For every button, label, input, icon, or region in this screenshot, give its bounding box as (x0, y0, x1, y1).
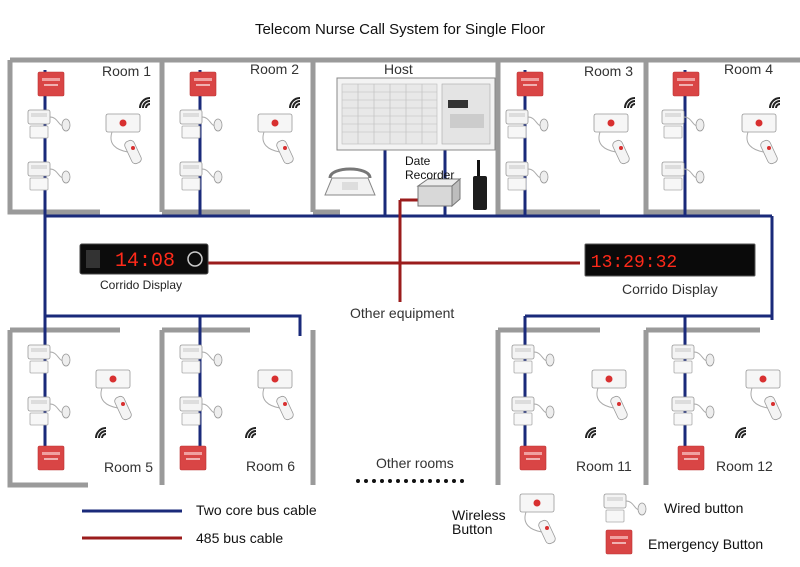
room-label-2: Room 2 (250, 61, 300, 77)
legend-two-core-label: Two core bus cable (196, 502, 317, 518)
walls (7, 57, 800, 488)
other-rooms-label: Other rooms (376, 455, 454, 471)
walkie-talkie-icon (473, 160, 487, 210)
room-label-4: Room 4 (724, 61, 774, 77)
room4-devices (661, 71, 781, 191)
room12-devices (671, 344, 784, 471)
legend-485-label: 485 bus cable (196, 530, 284, 546)
wall-r3-r4 (643, 60, 760, 215)
room2-devices (179, 71, 301, 191)
wall-host-r3 (495, 60, 600, 215)
date-recorder-line2: Recorder (405, 168, 455, 182)
corridor-display-left-label: Corrido Display (100, 278, 183, 292)
date-recorder-line1: Date (405, 154, 431, 168)
room-label-3: Room 3 (584, 63, 634, 79)
page-title: Telecom Nurse Call System for Single Flo… (254, 21, 546, 38)
room6-devices (179, 344, 296, 471)
corridor-display-right: 13:29:32 (584, 243, 756, 277)
room1-wall (7, 60, 100, 215)
legend-wireless-line1: Wireless (452, 507, 506, 523)
other-rooms-dots (356, 479, 464, 483)
host-label: Host (384, 61, 413, 77)
room-label-5: Room 5 (104, 459, 154, 475)
legend-wireless-line2: Button (452, 521, 493, 537)
room-label-1: Room 1 (102, 63, 152, 79)
legend-wireless-icon (519, 493, 558, 546)
telephone-icon (324, 167, 376, 196)
host-panel (336, 77, 496, 151)
room11-devices (511, 344, 630, 471)
room-label-11: Room 11 (576, 458, 632, 474)
legend-emergency-icon (605, 529, 633, 555)
room-label-6: Room 6 (246, 458, 296, 474)
bus-485 (205, 198, 580, 302)
room5-wall (7, 330, 88, 488)
room-label-12: Room 12 (716, 458, 773, 474)
legend-emergency-label: Emergency Button (648, 536, 764, 552)
right-display-time: 13:29:32 (591, 253, 677, 273)
other-equipment-label: Other equipment (350, 305, 455, 321)
left-display-time: 14:08 (115, 250, 175, 273)
corridor-display-left: 14:08 (79, 243, 209, 275)
room5-devices (27, 344, 134, 471)
legend-wired-label: Wired button (664, 500, 744, 516)
room1-devices (27, 71, 151, 191)
date-recorder-device (416, 177, 462, 208)
corridor-display-right-label: Corrido Display (622, 281, 718, 297)
room3-devices (505, 71, 636, 191)
legend-wired-icon (603, 493, 647, 523)
